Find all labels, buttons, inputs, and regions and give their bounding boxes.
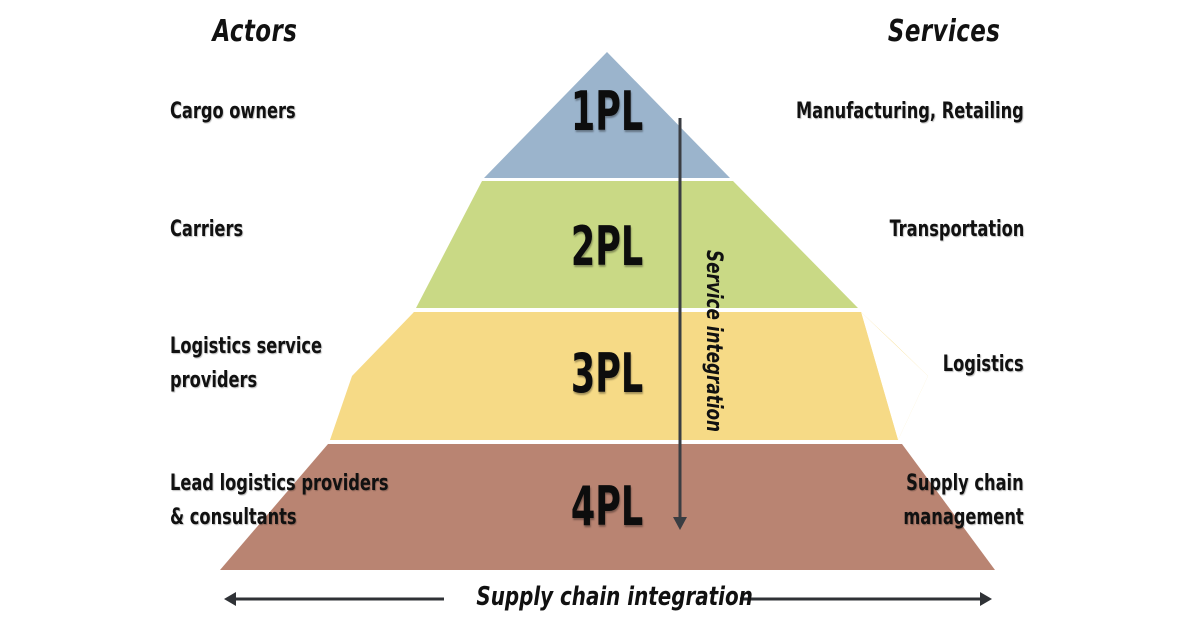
actor-3pl: Logistics service providers (170, 334, 323, 393)
arrow-head-left-icon (224, 592, 236, 606)
tier-4pl-label: 4PL (570, 475, 644, 538)
actors-header: Actors (212, 14, 298, 49)
actor-2pl: Carriers (170, 217, 244, 242)
tier-4pl-band (220, 444, 995, 570)
services-header: Services (887, 14, 1001, 49)
actor-4pl: Lead logistics providers & consultants (170, 471, 389, 530)
service-1pl: Manufacturing, Retailing (796, 99, 1024, 124)
tier-1pl-band (484, 52, 730, 178)
service-4pl: Supply chain management (903, 471, 1024, 530)
service-2pl: Transportation (889, 217, 1024, 242)
actor-1pl: Cargo owners (170, 99, 296, 124)
tier-2pl-band (416, 181, 858, 308)
supply-chain-integration-label: Supply chain integration (476, 582, 753, 612)
tier-1pl-label: 1PL (570, 80, 644, 143)
tier-2pl-label: 2PL (570, 215, 644, 278)
service-integration-label: Service integration (701, 250, 726, 433)
arrow-head-down-icon (673, 517, 687, 530)
tier-3pl-label: 3PL (570, 342, 644, 405)
service-3pl: Logistics (943, 352, 1024, 377)
arrow-head-right-icon (980, 592, 992, 606)
